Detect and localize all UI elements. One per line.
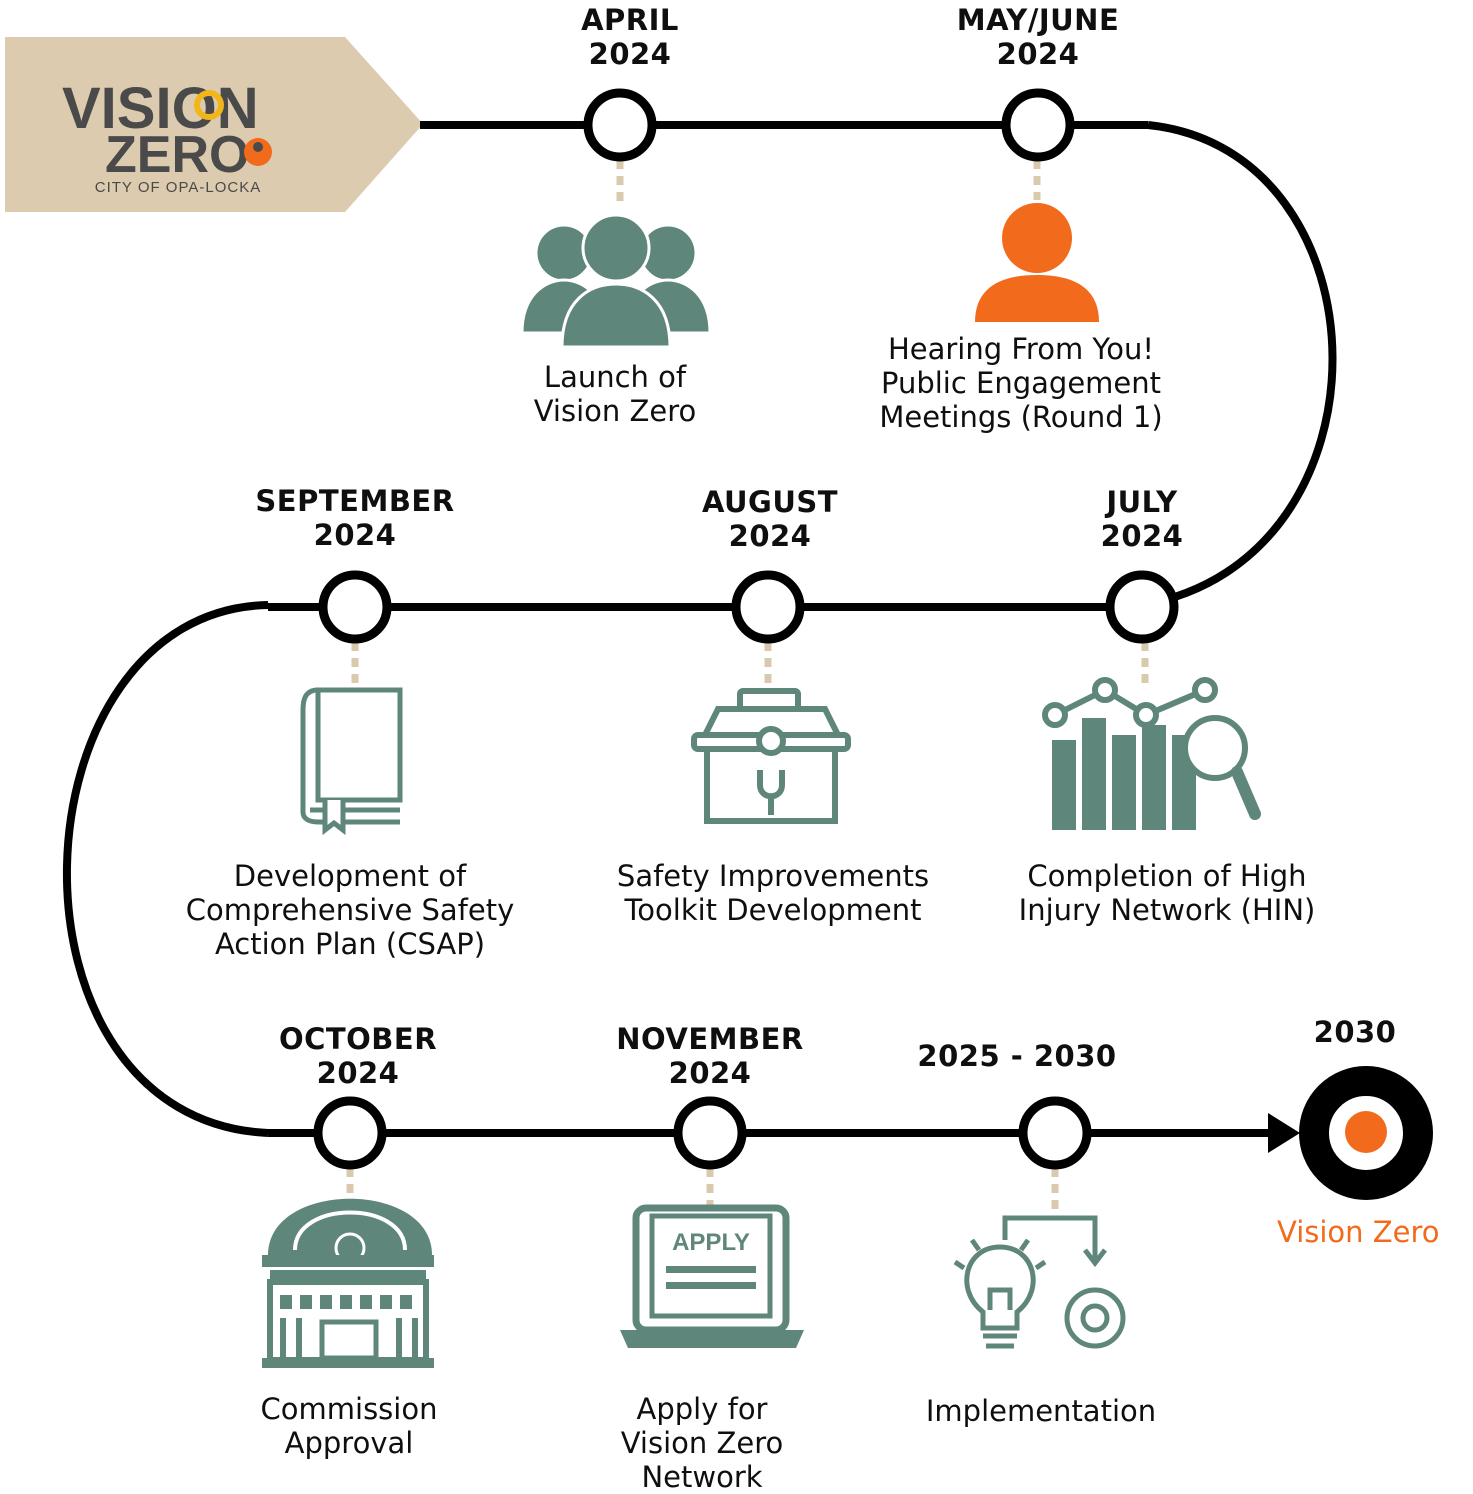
milestone-node-may-june — [1001, 88, 1075, 162]
milestone-node-october — [313, 1096, 387, 1170]
logo-wheel-icon — [194, 90, 224, 120]
connectors — [346, 160, 1149, 1210]
person-icon — [975, 203, 1099, 322]
toolbox-icon — [691, 688, 851, 824]
lightbulb-gear-icon — [953, 1215, 1126, 1349]
target-icon — [1299, 1066, 1433, 1200]
milestone-label-implementation: Implementation — [925, 1394, 1157, 1428]
logo-city: CITY OF OPA-LOCKA — [95, 179, 261, 196]
milestone-date-implementation: 2025 - 2030 — [917, 1039, 1117, 1073]
milestone-node-august — [731, 570, 805, 644]
final-label: Vision Zero — [1277, 1215, 1440, 1249]
milestone-node-april — [583, 88, 657, 162]
government-building-icon — [262, 1198, 434, 1368]
logo-word-zero: ZERO — [105, 126, 249, 184]
milestone-node-july — [1105, 570, 1179, 644]
apply-text: APPLY — [672, 1229, 750, 1256]
vision-zero-logo: VISION ZERO CITY OF OPA-LOCKA — [5, 37, 423, 212]
milestone-node-september — [318, 570, 392, 644]
laptop-apply-icon: APPLY — [620, 1204, 804, 1348]
logo-word-vision: VISION — [62, 76, 259, 141]
final-date: 2030 — [1313, 1015, 1397, 1049]
bar-chart-magnifier-icon — [1042, 677, 1261, 830]
milestone-node-november — [673, 1096, 747, 1170]
group-of-people-icon — [520, 213, 712, 349]
milestone-node-implementation — [1018, 1096, 1092, 1170]
book-icon — [300, 687, 403, 836]
arrow-head-icon — [1268, 1113, 1300, 1153]
